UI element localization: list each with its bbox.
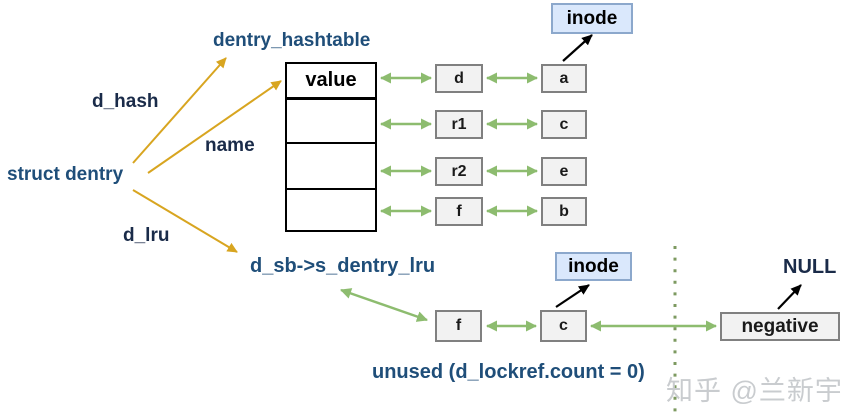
- lru-node-f: f: [435, 310, 482, 342]
- null-label: NULL: [783, 256, 837, 278]
- d-hash-arrow: [132, 57, 227, 164]
- hashtable-cell-empty: [287, 100, 375, 144]
- dentry-node-r1: r1: [435, 110, 483, 139]
- hashtable-cell-empty: [287, 144, 375, 190]
- dentry-node-e: e: [541, 157, 587, 186]
- lru-list-arrows: [340, 288, 717, 332]
- d-lru-arrow: [132, 189, 238, 253]
- pointer-arrows: [555, 34, 802, 310]
- inode-box-bottom: inode: [555, 252, 632, 281]
- dentry-node-d: d: [435, 64, 483, 93]
- name-label: name: [205, 135, 255, 156]
- lru-node-c: c: [540, 310, 587, 342]
- dentry-node-c: c: [541, 110, 587, 139]
- c-to-inode-arrow: [555, 284, 590, 308]
- dentry-node-f: f: [435, 197, 483, 226]
- d-sb-s-dentry-lru-label: d_sb->s_dentry_lru: [250, 255, 436, 277]
- d-lru-label: d_lru: [123, 225, 170, 246]
- hash-chain-arrows: [380, 72, 538, 217]
- struct-dentry-field-arrows: [132, 57, 282, 253]
- dentry-hashtable-label: dentry_hashtable: [213, 30, 371, 51]
- dentry-hashtable: value: [285, 62, 377, 232]
- negative-to-null-arrow: [777, 284, 802, 310]
- hashtable-cell-empty: [287, 190, 375, 226]
- negative-dentry-node: negative: [720, 312, 840, 341]
- inode-box-top: inode: [551, 3, 633, 34]
- name-arrow: [147, 80, 282, 174]
- hashtable-cell-value: value: [287, 64, 375, 100]
- d-hash-label: d_hash: [92, 91, 159, 112]
- a-to-inode-arrow: [562, 34, 593, 62]
- unused-label: unused (d_lockref.count = 0): [372, 361, 645, 383]
- struct-dentry-label: struct dentry: [7, 164, 124, 185]
- dentry-node-b: b: [541, 197, 587, 226]
- dentry-node-r2: r2: [435, 157, 483, 186]
- lru-head-arrow: [340, 288, 428, 322]
- zhihu-watermark: 知乎 @兰新宇: [666, 376, 843, 406]
- dentry-node-a: a: [541, 64, 587, 93]
